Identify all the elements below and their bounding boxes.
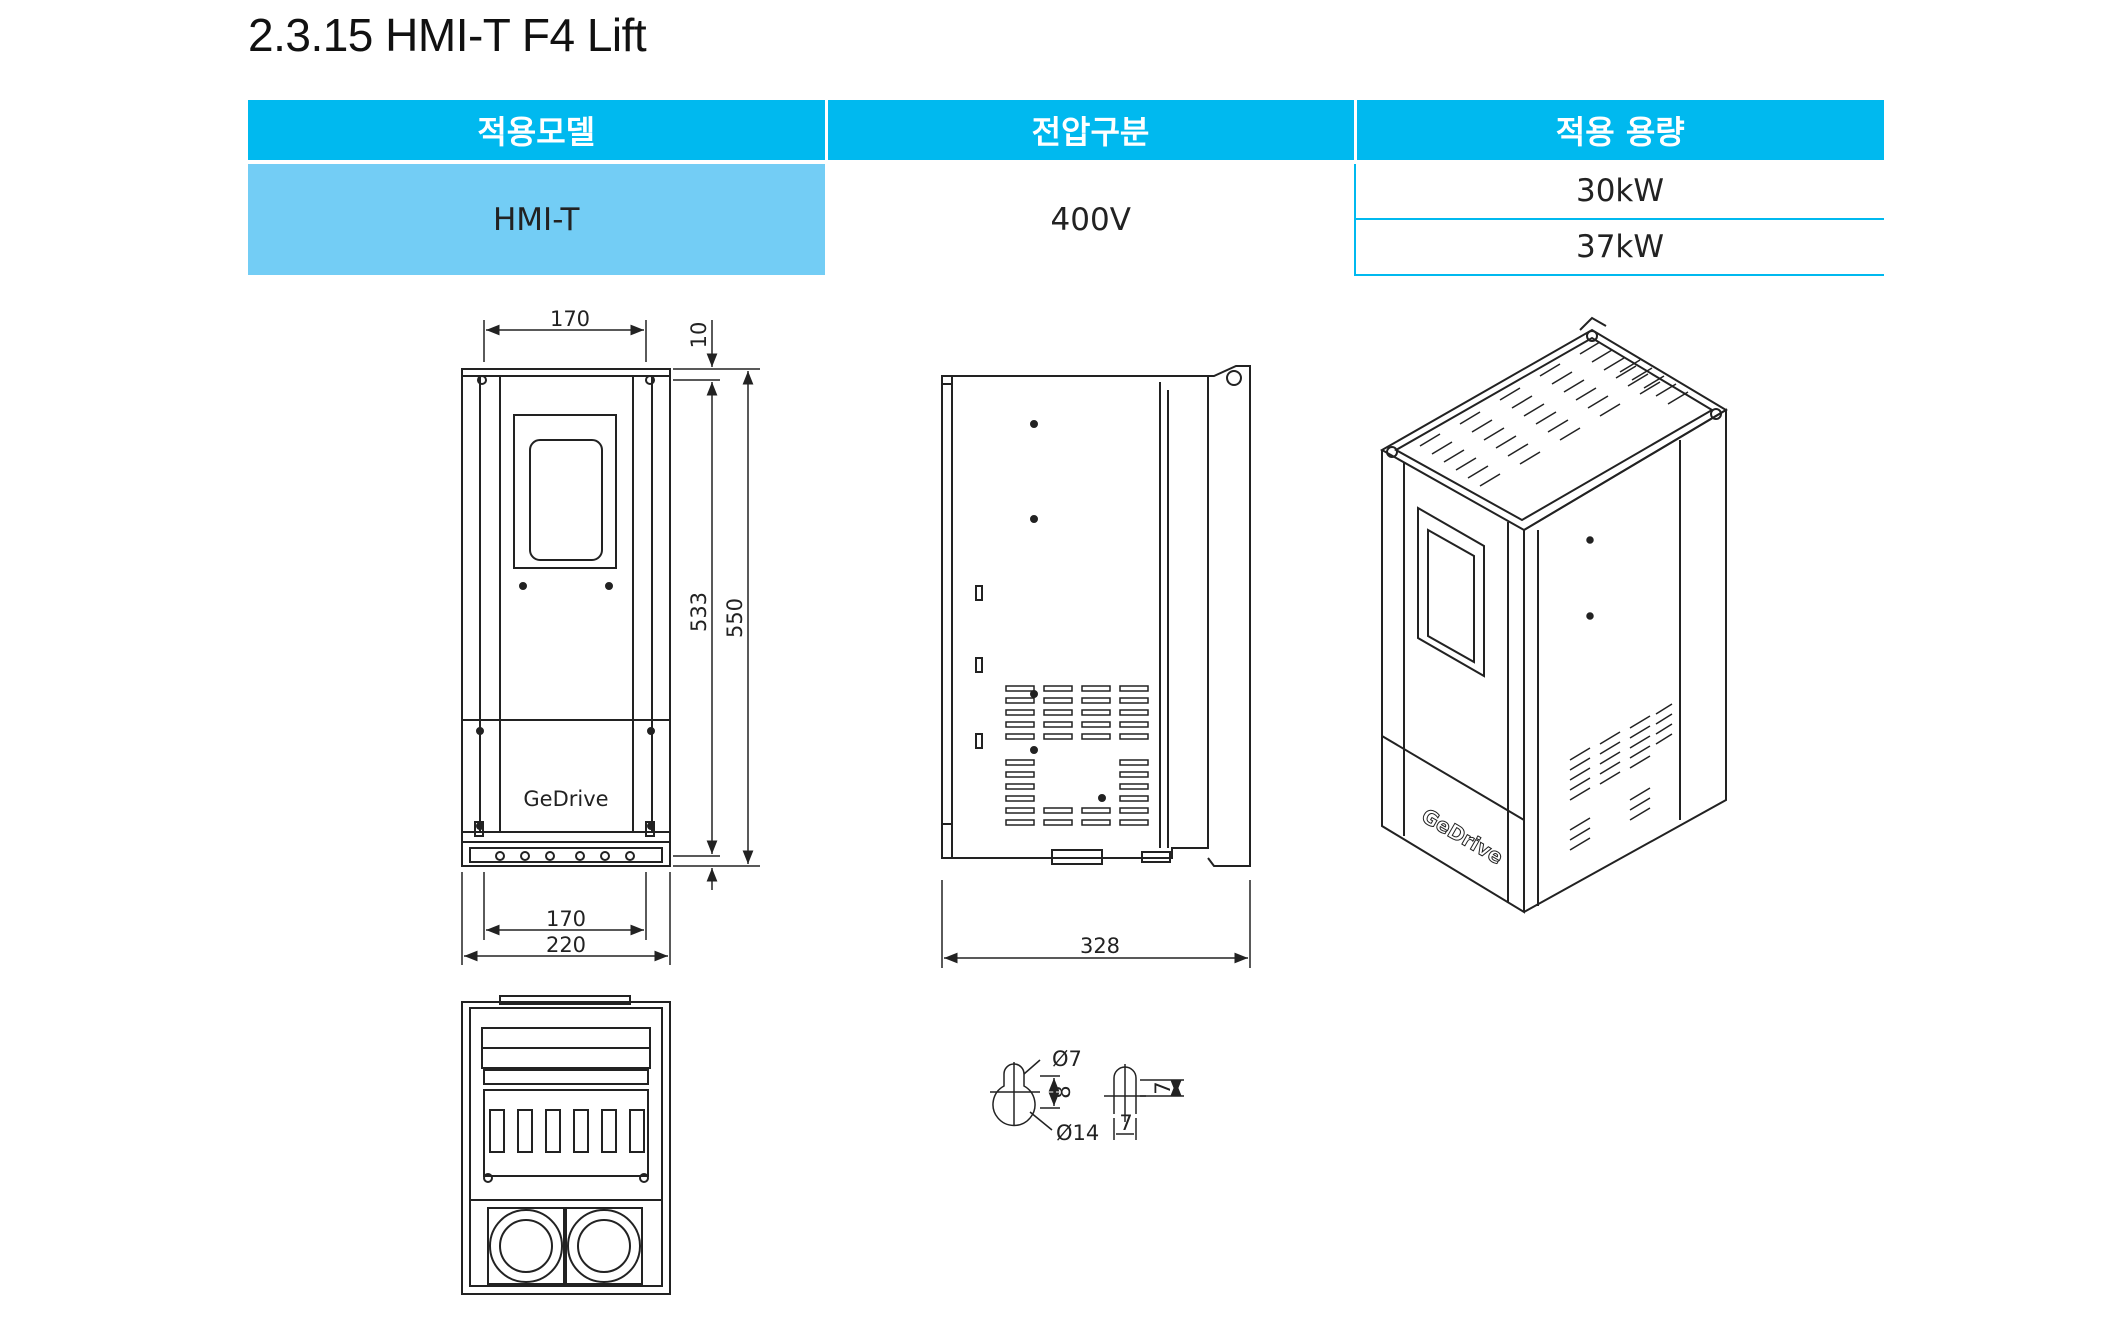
dim-width-bottom: 170: [546, 907, 586, 931]
dim-depth: 328: [1080, 934, 1120, 958]
iso-top-vents: [1419, 341, 1689, 487]
front-dimensions: [461, 320, 760, 965]
dim-height-mount: 533: [687, 592, 711, 632]
capacity-cell: 30kW: [1355, 160, 1884, 220]
spec-table: 적용모델 전압구분 적용 용량 HMI-T 400V 30kW 37kW: [248, 100, 1884, 276]
header-voltage: 전압구분: [826, 100, 1357, 162]
hole-dia-small: Ø7: [1052, 1047, 1082, 1071]
iso-view: [1379, 316, 1728, 914]
notch-detail: [1104, 1064, 1184, 1140]
voltage-cell: 400V: [826, 160, 1356, 275]
hole-dia-large: Ø14: [1056, 1121, 1099, 1145]
iso-side-vents: [1569, 536, 1673, 851]
side-dimensions: [941, 880, 1251, 968]
header-model: 적용모델: [248, 100, 828, 162]
model-cell: HMI-T: [248, 160, 828, 275]
page-title: 2.3.15 HMI-T F4 Lift: [248, 9, 647, 61]
side-vents: [1005, 685, 1149, 826]
hole-detail: [990, 1059, 1060, 1131]
table-row: HMI-T 400V 30kW: [248, 160, 1884, 275]
side-view: [941, 365, 1251, 867]
dim-width-top: 170: [550, 307, 590, 331]
hole-slot-height: 8: [1051, 1085, 1075, 1098]
dim-height-total: 550: [723, 598, 747, 638]
notch-height: 7: [1151, 1081, 1175, 1094]
bottom-view: [461, 995, 671, 1295]
table-header-row: 적용모델 전압구분 적용 용량: [248, 100, 1884, 162]
table-row: 37kW: [248, 219, 1884, 276]
capacity-cell: 37kW: [1355, 219, 1884, 276]
dim-top-offset: 10: [687, 322, 711, 349]
header-capacity: 적용 용량: [1355, 100, 1884, 162]
iso-logo: GeDrive: [1418, 804, 1508, 870]
front-view: [461, 368, 671, 867]
notch-width: 7: [1119, 1111, 1132, 1135]
dim-width-total: 220: [546, 933, 586, 957]
front-logo: GeDrive: [523, 787, 608, 811]
